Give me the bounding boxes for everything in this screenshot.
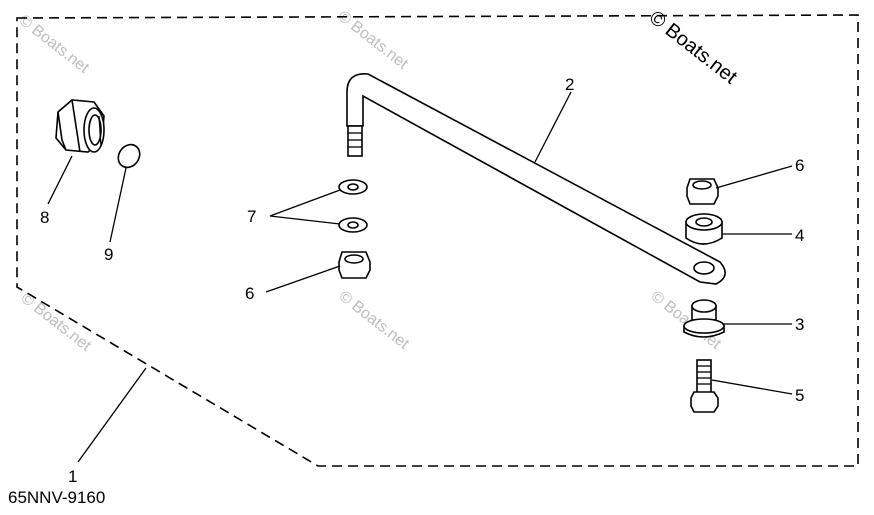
leader-5 [711, 379, 793, 395]
faint-watermark-4: © Boats.net [336, 288, 413, 353]
link-rod-part-2 [346, 73, 726, 285]
callout-numbers: 1 2 3 4 5 6 6 7 8 9 [40, 75, 804, 486]
callout-2: 2 [565, 75, 574, 94]
leader-7a [269, 189, 341, 217]
leader-8 [47, 155, 73, 205]
o-ring-part-9 [117, 143, 141, 169]
collar-bushing-part-3 [683, 299, 725, 338]
bushing-part-4 [685, 213, 723, 245]
faint-watermark-1: © Boats.net [16, 12, 93, 77]
callout-9: 9 [104, 245, 113, 264]
nut-part-6-right [686, 178, 719, 205]
callout-7: 7 [247, 207, 256, 226]
nut-part-6-left [338, 251, 371, 279]
main-watermark: © Boats.net [645, 7, 741, 89]
assembly-boundary [16, 14, 859, 467]
faint-watermark-3: © Boats.net [18, 290, 95, 355]
leader-2 [534, 91, 572, 163]
leader-9 [109, 167, 127, 243]
callout-6-right: 6 [795, 156, 804, 175]
callout-3: 3 [795, 315, 804, 334]
callout-6-left: 6 [245, 284, 254, 303]
callout-5: 5 [795, 386, 804, 405]
fitting-nut-part-8 [55, 99, 105, 153]
leader-1 [77, 367, 147, 463]
callout-4: 4 [795, 226, 804, 245]
leader-6-left [265, 265, 341, 293]
callout-8: 8 [40, 208, 49, 227]
callout-1: 1 [68, 467, 77, 486]
leader-7b [269, 215, 341, 225]
leader-lines [47, 91, 793, 463]
bolt-part-5 [690, 359, 719, 413]
leader-6-right [715, 165, 793, 189]
washers-part-7 [338, 179, 368, 233]
diagram-part-number: 65NNV-9160 [8, 488, 105, 507]
faint-watermarks: © Boats.net © Boats.net © Boats.net © Bo… [16, 8, 725, 355]
